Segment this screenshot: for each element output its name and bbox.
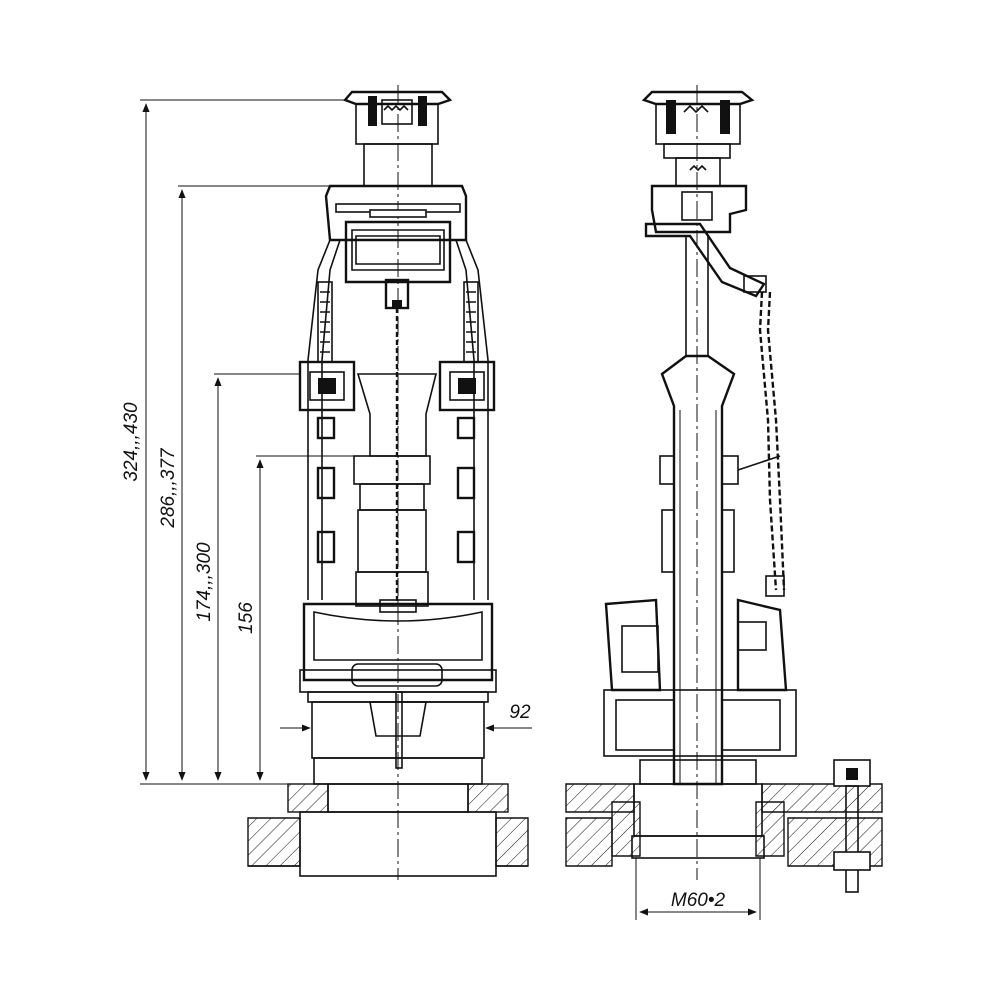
dim-base-width: 92	[509, 702, 531, 723]
dim-total-height: 324,,,430	[121, 402, 142, 482]
side-lower-body	[603, 598, 797, 757]
front-upper-frame	[324, 184, 468, 284]
front-view	[247, 85, 529, 880]
dim-float-height: 174,,,300	[194, 542, 215, 622]
side-head-lever	[644, 184, 767, 298]
front-right-clip	[438, 360, 496, 412]
front-chain	[379, 278, 417, 613]
side-float-chamber	[659, 455, 781, 573]
front-rail-windows	[316, 416, 476, 564]
side-button-cap	[641, 90, 755, 187]
side-fixing-bolt	[833, 759, 871, 893]
front-left-clip	[298, 360, 356, 412]
front-mounting-base	[247, 783, 529, 877]
dim-overflow-height: 286,,,377	[158, 447, 179, 529]
front-button-cap	[342, 90, 453, 187]
front-central-tube	[353, 373, 438, 607]
side-chain	[758, 291, 786, 597]
dimension-lines	[140, 99, 761, 920]
dim-thread: M60•2	[671, 890, 726, 911]
side-stem	[660, 236, 736, 786]
side-view	[565, 85, 883, 893]
dim-min-height: 156	[236, 602, 257, 634]
